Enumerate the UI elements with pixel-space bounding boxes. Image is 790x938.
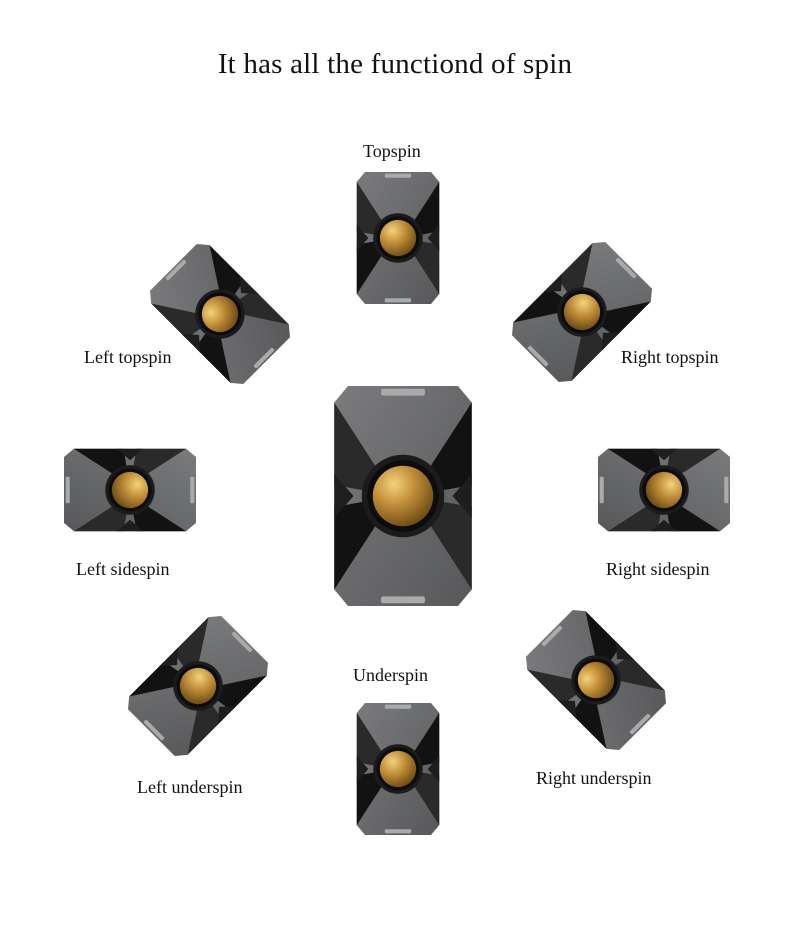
label-right-underspin: Right underspin: [536, 768, 652, 788]
label-left-topspin: Left topspin: [84, 347, 172, 367]
spin-module-icon: [64, 448, 196, 532]
label-underspin: Underspin: [353, 665, 428, 685]
spin-module-icon: [598, 448, 730, 532]
label-left-sidespin: Left sidespin: [76, 559, 170, 579]
page-title: It has all the functiond of spin: [217, 48, 573, 80]
spin-module-icon: [356, 172, 440, 304]
label-right-topspin: Right topspin: [621, 347, 719, 367]
spin-module-icon: [520, 604, 673, 757]
spin-module-icon: [122, 610, 275, 763]
label-left-underspin: Left underspin: [137, 777, 243, 797]
spin-module-icon: [333, 386, 473, 606]
spin-module-icon: [356, 703, 440, 835]
label-topspin: Topspin: [363, 141, 421, 161]
label-right-sidespin: Right sidespin: [606, 559, 710, 579]
